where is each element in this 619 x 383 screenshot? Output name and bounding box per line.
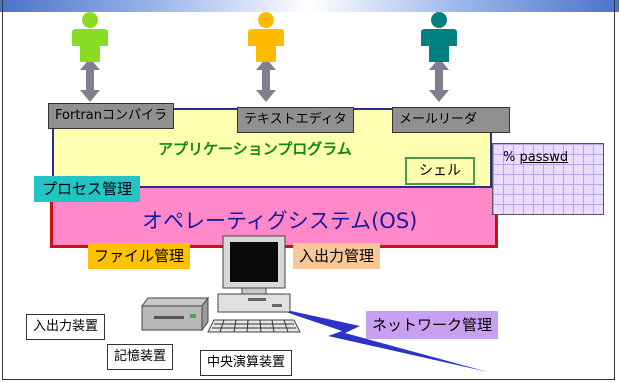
- network-bolt: [268, 306, 488, 372]
- network-management-label: ネットワーク管理: [366, 311, 499, 339]
- user-arrow-3: [429, 58, 449, 102]
- person-icon: [248, 12, 284, 62]
- app-fortran-compiler: Fortranコンパイラ: [48, 103, 174, 129]
- file-management-label: ファイル管理: [88, 243, 191, 269]
- application-layer-title: アプリケーションプログラム: [158, 140, 352, 158]
- terminal-command: passwd: [519, 150, 569, 165]
- user-arrow-2: [256, 58, 276, 102]
- cpu-label: 中央演算装置: [200, 350, 293, 376]
- storage-device-label: 記憶装置: [107, 344, 174, 370]
- top-decoration-bar: [0, 0, 619, 12]
- io-device-label: 入出力装置: [26, 314, 106, 340]
- app-mail-reader: メールリーダ: [392, 107, 510, 133]
- process-management-label: プロセス管理: [34, 176, 141, 202]
- io-management-label: 入出力管理: [293, 243, 381, 269]
- person-icon: [421, 12, 457, 62]
- user-arrow-1: [80, 58, 100, 102]
- os-layer-title: オペレーティグシステム(OS): [142, 209, 418, 233]
- terminal-prompt: %: [503, 150, 516, 165]
- computer-icon: [207, 235, 301, 333]
- terminal-window: % passwd: [492, 143, 604, 215]
- terminal-line: % passwd: [503, 150, 568, 165]
- app-text-editor: テキストエディタ: [237, 107, 354, 133]
- person-icon: [72, 12, 108, 62]
- storage-drive-icon: [141, 296, 209, 332]
- shell-box: シェル: [405, 157, 475, 185]
